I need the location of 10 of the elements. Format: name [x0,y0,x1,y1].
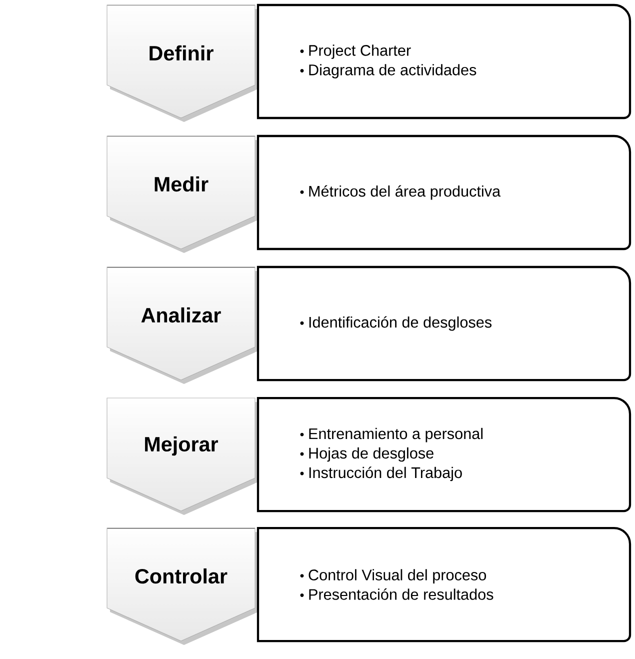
phase-box: Analizar [106,266,258,384]
phase-box: Medir [106,136,258,253]
text-box: Control Visual del proceso Presentación de resultados [256,526,632,642]
phase-box: Controlar [106,528,258,645]
phase-box: Mejorar [106,398,258,515]
phase-box: Definir [106,4,258,122]
text-box: Métricos del área productiva [256,134,632,250]
text-box: Project Charter Diagrama de actividades [256,4,632,120]
text-box: Entrenamiento a personal Hojas de desglose Instrucción del Trabajo [256,396,632,512]
text-box: Identificación de desgloses [256,266,632,382]
